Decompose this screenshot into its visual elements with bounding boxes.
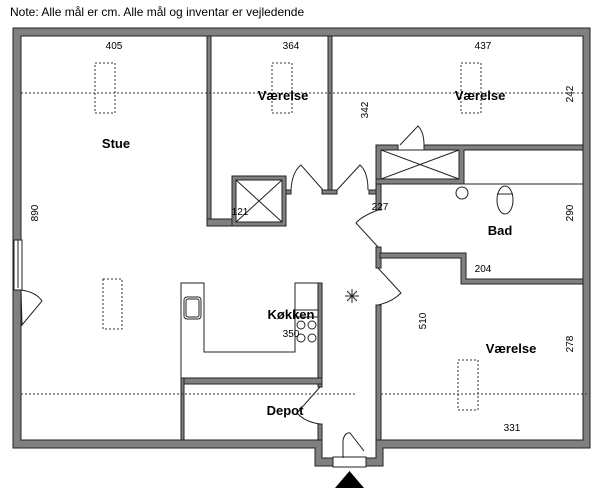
stue-door-swing <box>20 289 43 327</box>
entrance-door-opening[interactable] <box>332 456 367 468</box>
wall <box>180 377 323 385</box>
wall <box>327 35 333 195</box>
dimension-label: 242 <box>565 85 576 102</box>
dimension-label: 510 <box>418 312 429 329</box>
vaerelse1-door-swing <box>290 164 324 191</box>
ceiling-window <box>457 359 479 411</box>
bad-top-door-swing <box>399 125 425 146</box>
ceiling-window <box>460 62 482 114</box>
sink-icon <box>455 186 469 200</box>
dimension-label: 364 <box>283 41 300 52</box>
toilet-icon <box>496 185 514 215</box>
dimension-label: 890 <box>30 204 41 221</box>
kitchen-counter <box>180 282 323 379</box>
dimension-label: 437 <box>475 41 492 52</box>
depot-door-swing <box>296 386 321 425</box>
dimension-label: 350 <box>283 329 300 340</box>
sink-icon <box>183 296 202 320</box>
dimension-label: 342 <box>360 101 371 118</box>
dimension-label: 204 <box>475 264 492 275</box>
ceiling-window <box>102 278 123 330</box>
dimension-label: 405 <box>106 41 123 52</box>
outer-wall <box>12 27 591 467</box>
dimension-label: 121 <box>232 207 249 218</box>
wall <box>206 35 212 224</box>
room-label-vaerelse: Værelse <box>258 88 309 103</box>
bad-door-swing <box>355 209 379 248</box>
dimension-label: 278 <box>565 335 576 352</box>
room-label-koekken: Køkken <box>268 307 315 322</box>
dimension-label: 227 <box>372 202 389 213</box>
ceiling-window <box>271 62 293 114</box>
stove-icon <box>296 320 317 343</box>
room-label-vaerelse: Værelse <box>486 341 537 356</box>
room-label-bad: Bad <box>488 223 513 238</box>
plan-note: Note: Alle mål er cm. Alle mål og invent… <box>10 5 305 19</box>
ceiling-window <box>94 62 116 114</box>
vaerelse3-door-swing <box>377 267 402 306</box>
entrance-door-swing <box>342 432 365 458</box>
vaerelse2-door-swing <box>336 164 369 191</box>
room-label-stue: Stue <box>102 136 130 151</box>
dimension-label: 331 <box>504 423 521 434</box>
extractor-fan-icon <box>345 289 359 303</box>
room-label-depot: Depot <box>267 403 305 418</box>
room-label-vaerelse: Værelse <box>455 88 506 103</box>
entrance-arrow-icon <box>335 471 364 488</box>
dimension-label: 290 <box>565 204 576 221</box>
